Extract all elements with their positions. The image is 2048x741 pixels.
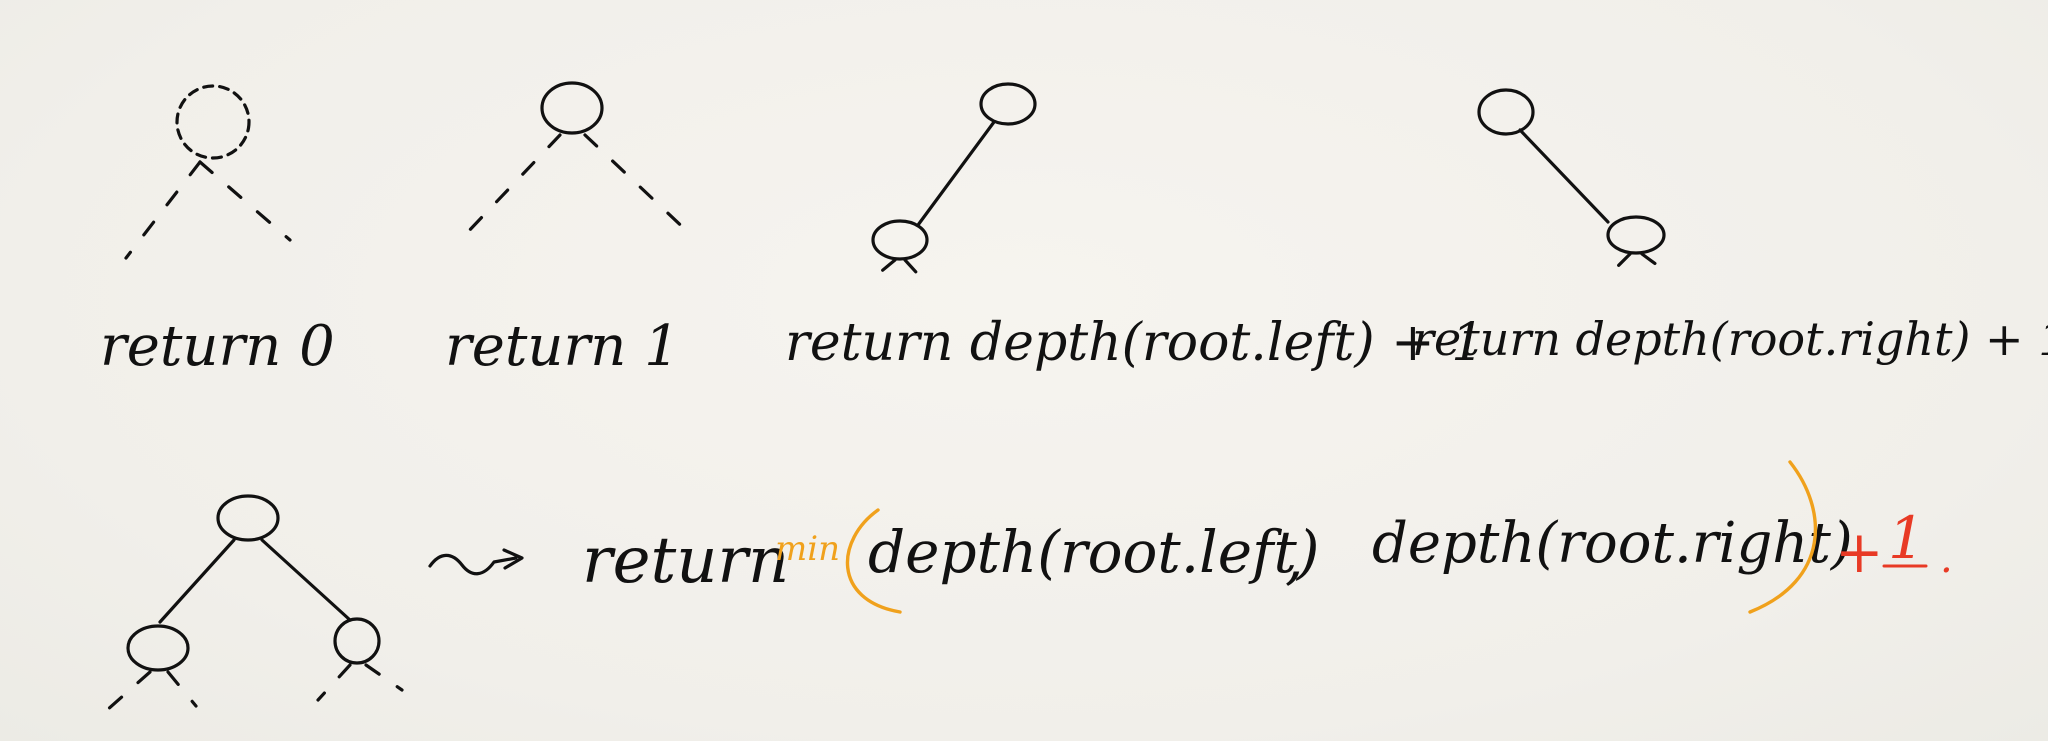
min-close-paren [1748,460,1818,614]
formula-arg-left: depth(root.left) [868,518,1319,586]
both-root-node [216,494,280,542]
formula-min-function: min [775,529,840,569]
right-only-edge [1518,128,1610,224]
right-only-child-node [1606,215,1666,255]
case-left-only-tree [864,82,1037,286]
left-only-root-node [979,82,1037,126]
formula-return-keyword: return [582,524,789,598]
left-only-child-left-edge [864,258,897,286]
case-empty-label: return 0 [100,314,335,379]
case-right-only-label: return depth(root.right) + 1 [1412,312,2048,366]
case-leaf-tree [462,81,692,238]
right-only-root-node [1477,88,1535,136]
empty-left-edge [124,160,202,260]
right-only-child-right-edge [1640,252,1674,278]
left-only-child-right-edge [903,258,927,284]
both-right-child-left-edge [316,663,352,702]
left-only-edge [916,120,996,227]
empty-root-node [175,84,251,160]
case-leaf-label: return 1 [445,314,680,379]
both-right-child-node [333,617,381,665]
both-left-child-right-edge [166,670,198,708]
arrow-head-icon [502,548,524,570]
empty-right-edge [198,160,292,242]
case-left-only-label: return depth(root.left) + 1 [785,313,1484,373]
min-depth-formula: return min depth(root.left) , depth(root… [428,460,1953,614]
case-empty-tree [124,84,292,260]
case-right-only-tree [1477,88,1674,278]
both-right-child-right-edge [364,663,404,692]
formula-plus: + [1835,518,1884,586]
both-left-child-left-edge [96,670,152,720]
case-both-children-tree [96,494,404,720]
leaf-left-edge [462,133,562,238]
both-left-child-node [126,624,190,672]
left-only-child-node [871,219,929,261]
formula-comma: , [1285,524,1303,592]
formula-arg-right: depth(root.right) [1372,511,1853,576]
leaf-root-node [540,81,604,135]
both-left-edge [158,538,236,624]
squiggly-arrow-icon [428,553,518,576]
leaf-right-edge [583,133,692,236]
formula-period: . [1940,536,1953,582]
formula-one: 1 [1888,504,1925,572]
min-open-paren [845,508,902,614]
both-right-edge [260,538,352,622]
right-only-child-left-edge [1606,252,1632,278]
